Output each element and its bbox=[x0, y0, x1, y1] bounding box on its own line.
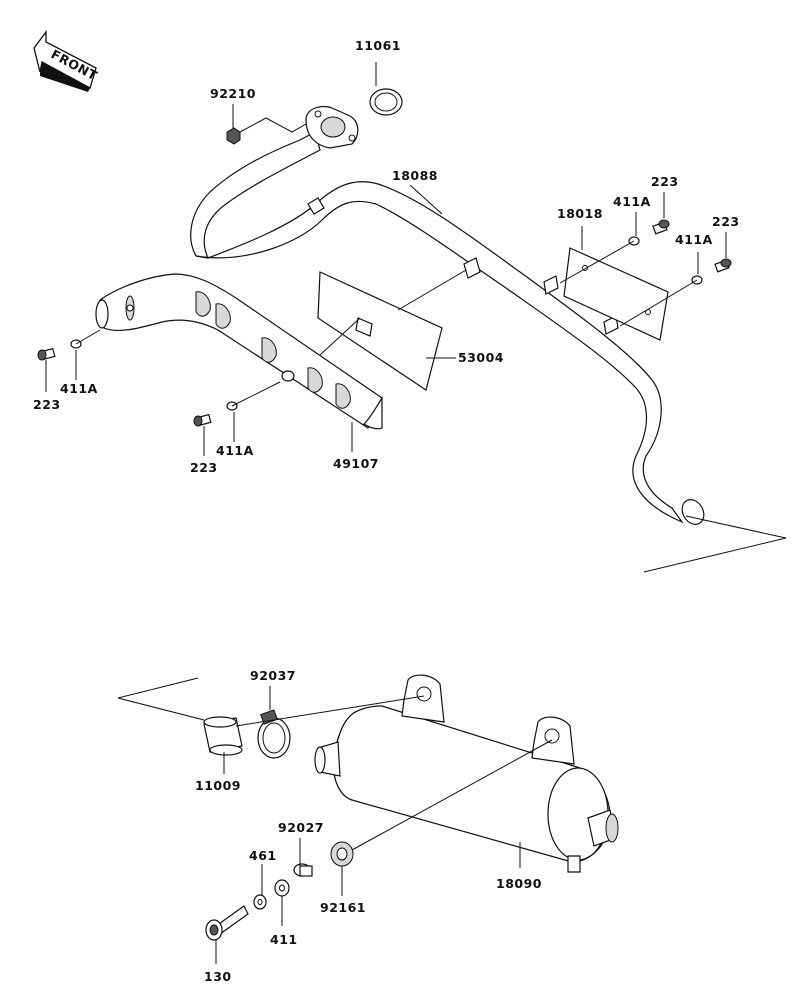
muffler-18090 bbox=[314, 674, 619, 873]
clamp-92037 bbox=[257, 709, 291, 759]
label-49107: 49107 bbox=[333, 456, 379, 471]
label-411A-left-1: 411A bbox=[60, 381, 98, 396]
label-18088: 18088 bbox=[392, 168, 438, 183]
leader-lines-lower bbox=[117, 677, 553, 964]
label-411: 411 bbox=[270, 932, 298, 947]
label-53004: 53004 bbox=[458, 350, 504, 365]
label-223-right-2: 223 bbox=[712, 214, 740, 229]
bushing-11009 bbox=[203, 716, 243, 756]
label-130: 130 bbox=[204, 969, 232, 984]
exhaust-flange bbox=[305, 105, 359, 149]
label-92210: 92210 bbox=[210, 86, 256, 101]
bolt-130 bbox=[205, 905, 249, 941]
exhaust-pipe-18088 bbox=[190, 131, 705, 525]
label-92027: 92027 bbox=[278, 820, 324, 835]
washer-461 bbox=[253, 894, 267, 910]
pipe-cover-49107 bbox=[95, 273, 383, 430]
front-arrow-icon: FRONT bbox=[33, 30, 100, 92]
label-18090: 18090 bbox=[496, 876, 542, 891]
label-411A-left-2: 411A bbox=[216, 443, 254, 458]
label-461: 461 bbox=[249, 848, 277, 863]
gasket-11061 bbox=[369, 88, 403, 116]
callout-labels: 11061 92210 18088 223 411A 18018 223 411… bbox=[33, 38, 740, 984]
label-11061: 11061 bbox=[355, 38, 401, 53]
bolt-223-right-2 bbox=[714, 258, 732, 273]
label-92161: 92161 bbox=[320, 900, 366, 915]
label-411A-right-2: 411A bbox=[675, 232, 713, 247]
label-11009: 11009 bbox=[195, 778, 241, 793]
bolt-223-left-1 bbox=[37, 347, 56, 361]
label-223-left-1: 223 bbox=[33, 397, 61, 412]
label-92037: 92037 bbox=[250, 668, 296, 683]
bolt-223-left-2 bbox=[193, 413, 212, 427]
nut-92210 bbox=[226, 127, 241, 145]
washer-411 bbox=[274, 879, 290, 897]
label-411A-right-1: 411A bbox=[613, 194, 651, 209]
collar-92027 bbox=[293, 863, 313, 877]
bolt-223-right-1 bbox=[652, 219, 670, 235]
grommet-92161 bbox=[330, 841, 354, 867]
label-223-right-1: 223 bbox=[651, 174, 679, 189]
heat-shield-53004 bbox=[317, 271, 443, 391]
leader-lines-upper bbox=[45, 62, 787, 573]
label-223-left-2: 223 bbox=[190, 460, 218, 475]
label-18018: 18018 bbox=[557, 206, 603, 221]
